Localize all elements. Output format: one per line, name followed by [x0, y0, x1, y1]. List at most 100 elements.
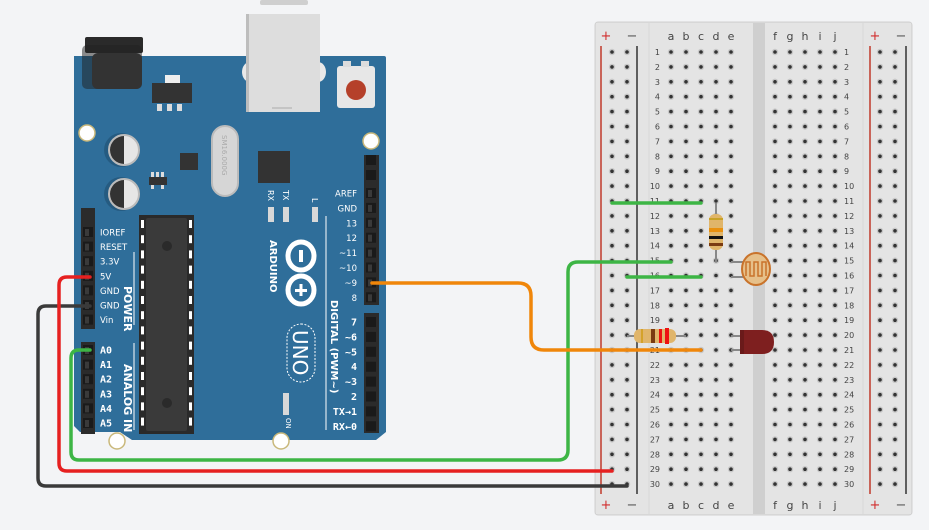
column-label-d: d — [713, 499, 720, 512]
digital-title: DIGITAL (PWM~) — [328, 300, 339, 393]
row-number: 18 — [844, 301, 854, 310]
pin-label: A1 — [100, 360, 112, 371]
pin-label: AREF — [335, 190, 357, 200]
row-number: 17 — [844, 286, 854, 295]
photoresistor[interactable] — [731, 252, 771, 286]
row-number: 26 — [650, 421, 660, 430]
wire-gnd[interactable] — [36, 304, 629, 488]
wire-5v[interactable] — [57, 275, 614, 473]
pin-label: 2 — [351, 392, 357, 403]
hole-center — [818, 273, 822, 278]
hole-center — [773, 437, 777, 442]
hole-center — [610, 392, 614, 397]
hole-center — [803, 482, 807, 486]
header-pin[interactable] — [366, 155, 376, 165]
hole-center — [669, 169, 673, 173]
arduino-logo: ARDUINO — [267, 239, 317, 307]
hole-center — [625, 243, 629, 248]
row-number: 30 — [650, 480, 660, 489]
reset-button[interactable] — [337, 61, 375, 108]
hole-center — [714, 169, 718, 173]
column-label-f: f — [773, 499, 778, 512]
hole-center — [729, 467, 733, 472]
hole-center — [699, 437, 703, 442]
hole-center — [729, 124, 733, 129]
pin-label: 13 — [346, 219, 357, 229]
header-pin[interactable] — [366, 170, 376, 180]
hole-center — [729, 378, 733, 382]
hole-center — [803, 124, 807, 129]
header-pin[interactable] — [366, 361, 376, 372]
analog-title: ANALOG IN — [121, 364, 134, 432]
hole-center — [625, 214, 629, 218]
column-label-j: j — [832, 30, 836, 43]
small-chip — [180, 153, 198, 170]
usb-port — [242, 14, 326, 112]
hole-center — [878, 318, 882, 323]
column-label-i: i — [818, 499, 821, 512]
hole-center — [893, 154, 897, 159]
pin-label: ~11 — [339, 249, 357, 259]
pin-socket — [85, 420, 89, 427]
wire-a0[interactable] — [69, 260, 673, 462]
hole-center — [893, 214, 897, 218]
pin-label: A2 — [100, 375, 112, 386]
chip-pin — [189, 417, 192, 426]
chip-pin — [189, 250, 192, 259]
chip-pin — [141, 326, 144, 335]
resistor-1[interactable] — [709, 203, 723, 262]
pin-label: GND — [100, 302, 120, 312]
hole-center — [833, 139, 837, 144]
row-number: 28 — [844, 450, 854, 459]
hole-center — [714, 378, 718, 382]
hole-center — [803, 452, 807, 457]
hole-center — [788, 482, 792, 486]
row-number: 10 — [844, 182, 854, 191]
chip-pin — [189, 387, 192, 396]
resistor-2[interactable] — [627, 328, 686, 344]
hole-center — [818, 109, 822, 114]
mounting-hole — [108, 432, 126, 450]
header-pin[interactable] — [366, 331, 376, 342]
row-number: 1 — [655, 48, 660, 57]
rail-minus-label: − — [896, 29, 907, 44]
hole-center — [714, 154, 718, 159]
chip-pin — [141, 311, 144, 320]
hole-center — [684, 363, 688, 367]
hole-center — [684, 392, 688, 397]
led-red[interactable] — [731, 330, 774, 354]
header-pin[interactable] — [366, 317, 376, 327]
hole-center — [669, 303, 673, 308]
pin-label: 3.3V — [100, 258, 120, 268]
header-pin[interactable] — [366, 391, 376, 402]
hole-center — [669, 109, 673, 114]
hole-center — [803, 333, 807, 337]
header-pin[interactable] — [366, 346, 376, 357]
hole-center — [684, 243, 688, 248]
hole-center — [893, 139, 897, 144]
hole-center — [773, 139, 777, 144]
wire-pin9[interactable] — [370, 281, 703, 352]
row-number: 13 — [650, 227, 660, 236]
hole-center — [669, 229, 673, 233]
header-pin[interactable] — [366, 421, 376, 432]
hole-center — [788, 109, 792, 114]
hole-center — [818, 124, 822, 129]
arduino-uno-board[interactable]: SM16.000G RX TX L ARDUINO UNO ON — [74, 0, 386, 450]
hole-center — [818, 318, 822, 323]
hole-center — [773, 273, 777, 278]
hole-center — [610, 50, 614, 54]
hole-center — [818, 363, 822, 367]
mounting-hole — [362, 132, 380, 150]
header-pin[interactable] — [366, 376, 376, 387]
hole-center — [788, 214, 792, 218]
row-number: 15 — [844, 257, 854, 266]
row-number: 13 — [844, 227, 854, 236]
row-number: 28 — [650, 450, 660, 459]
header-pin[interactable] — [366, 406, 376, 417]
hole-center — [684, 452, 688, 457]
hole-center — [878, 333, 882, 337]
hole-center — [833, 273, 837, 278]
hole-center — [833, 452, 837, 457]
